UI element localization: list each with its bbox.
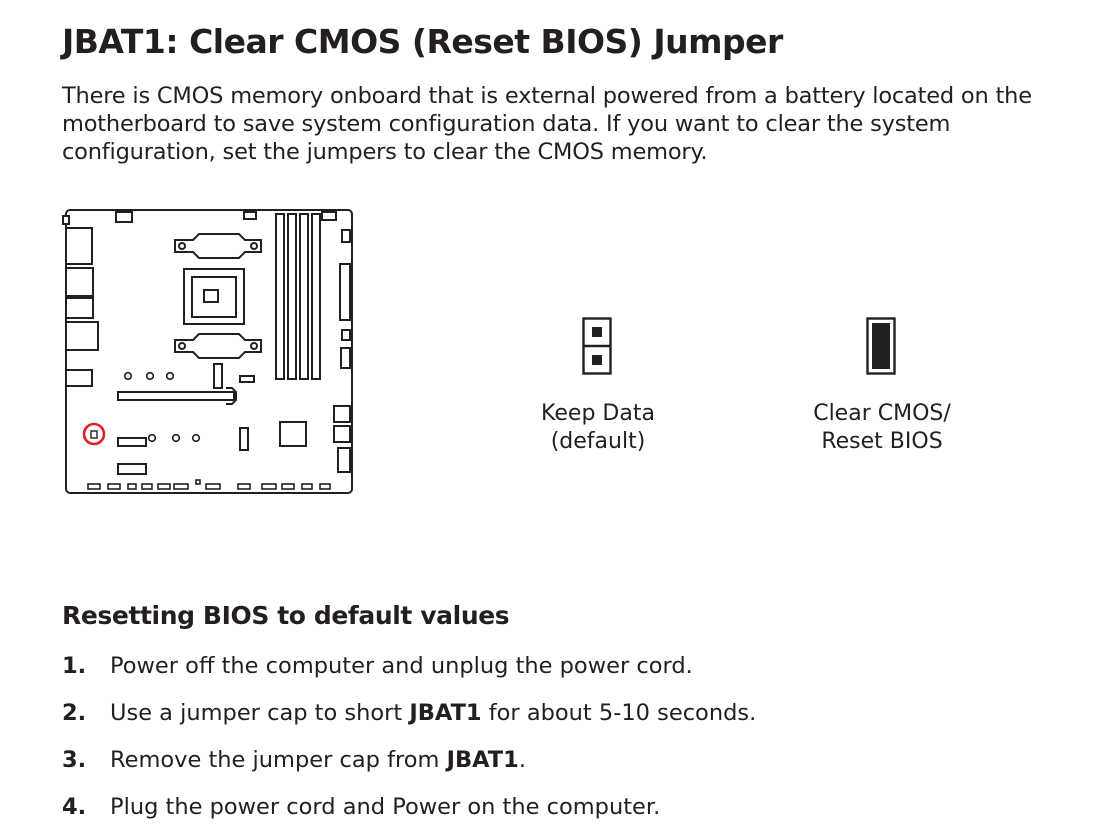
clear-cmos-line2: Reset BIOS [821,429,943,454]
list-item: 2. Use a jumper cap to short JBAT1 for ab… [62,695,756,742]
keep-data-caption: Keep Data (default) [498,400,698,456]
jumper-closed-icon [866,317,896,375]
step-text: Remove the jumper cap from [110,747,447,773]
dimm-slot [311,213,321,380]
connector [333,405,351,423]
heatsink-bracket [174,333,262,359]
keep-data-line1: Keep Data [541,401,655,426]
list-item: 4. Plug the power cord and Power on the c… [62,789,756,836]
steps-list: 1. Power off the computer and unplug the … [62,648,756,836]
header [243,211,257,220]
clear-cmos-line1: Clear CMOS/ [813,401,951,426]
dimm-slot [275,213,285,380]
dimm-slot [287,213,297,380]
list-item: 1. Power off the computer and unplug the … [62,648,756,695]
jbat1-marker [90,430,98,439]
header [115,211,133,223]
io-port [65,227,93,265]
connector [340,347,351,369]
mount-hole [123,371,133,381]
step-keyword: JBAT1 [409,700,482,726]
step-text: Power off the computer and unplug the po… [110,653,693,679]
header [321,211,337,221]
jumper-open-icon [582,317,612,375]
step-text-tail: for about 5-10 seconds. [481,700,757,726]
heatsink-bracket [174,233,262,259]
chip [279,421,307,447]
step-keyword: JBAT1 [446,747,519,773]
dimm-slot [299,213,309,380]
mount-hole [145,371,155,381]
pcie-slot [117,391,235,401]
connector [339,263,351,321]
io-port [65,321,99,351]
list-item: 3. Remove the jumper cap from JBAT1. [62,742,756,789]
intro-paragraph: There is CMOS memory onboard that is ext… [62,83,1032,165]
step-number: 2. [62,700,87,726]
step-text: Use a jumper cap to short [110,700,410,726]
io-port [65,267,94,297]
motherboard-diagram [62,209,353,494]
io-port [65,369,93,387]
step-number: 4. [62,794,87,820]
clear-cmos-caption: Clear CMOS/ Reset BIOS [782,400,982,456]
connector [337,447,351,473]
mount-hole [165,371,175,381]
mount-hole [171,433,181,443]
mount-hole [191,433,201,443]
io-port [65,297,94,319]
keep-data-line2: (default) [550,429,646,454]
step-text: Plug the power cord and Power on the com… [110,794,661,820]
mount-hole [147,433,157,443]
step-text-tail: . [518,747,526,773]
connector [341,229,351,243]
jbat1-highlight [82,422,106,446]
io-port [62,215,70,225]
section-title: Resetting BIOS to default values [62,601,510,630]
step-number: 1. [62,653,87,679]
connector [333,425,351,443]
page-title: JBAT1: Clear CMOS (Reset BIOS) Jumper [62,22,783,61]
connector [341,329,351,341]
step-number: 3. [62,747,87,773]
